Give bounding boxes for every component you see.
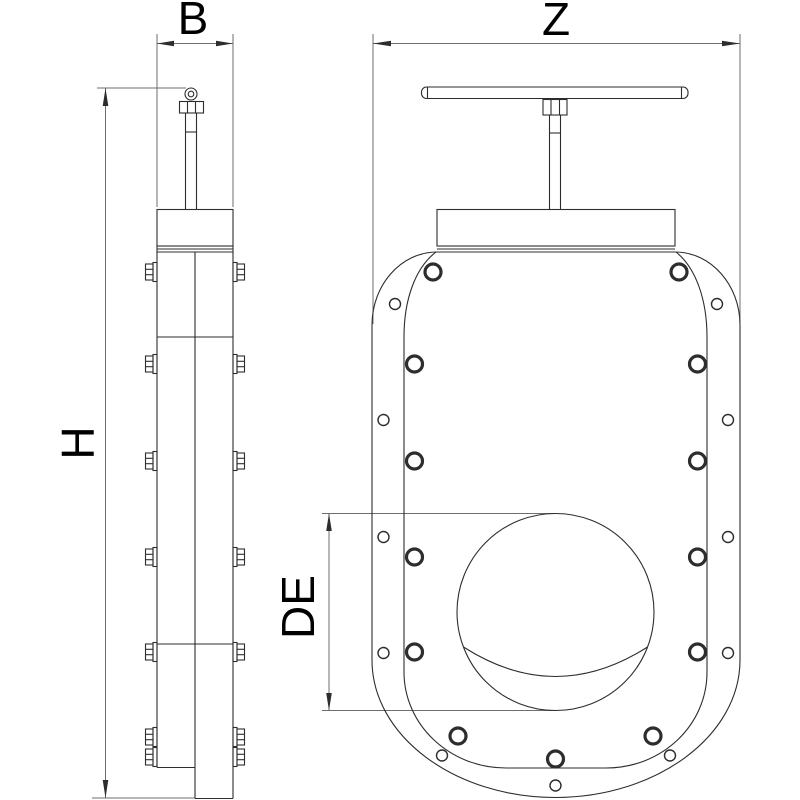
de-dimension-label: DE xyxy=(272,575,324,639)
bolt xyxy=(144,726,158,748)
arrowhead-left-icon xyxy=(157,40,174,47)
bolt-circle xyxy=(687,642,708,662)
bolt xyxy=(144,546,158,568)
body-outer-contour xyxy=(371,251,741,799)
bolt-circle xyxy=(448,726,468,746)
front-view xyxy=(371,86,741,799)
stem-eye-knob-inner xyxy=(187,90,195,98)
bolt xyxy=(232,353,246,375)
bolt-circle xyxy=(404,451,425,471)
arrowhead-left-icon xyxy=(373,40,391,47)
arrowhead-down-icon xyxy=(326,693,332,711)
h-dimension-label: H xyxy=(52,426,104,459)
flange-hole xyxy=(710,297,724,311)
bolt-holes-front xyxy=(377,262,735,792)
bolt xyxy=(144,450,158,472)
handlebar xyxy=(420,86,689,100)
body-front xyxy=(371,251,741,799)
dimension-b: B xyxy=(156,0,234,207)
bolt xyxy=(232,746,246,768)
flange-hole xyxy=(388,297,402,311)
dimension-z: Z xyxy=(372,0,741,324)
b-dimension-label: B xyxy=(178,0,209,44)
bolt-circle xyxy=(643,726,663,746)
bolt-circle xyxy=(404,642,425,662)
bolt-circle xyxy=(687,354,708,374)
stem-nut xyxy=(178,100,205,114)
bolt xyxy=(144,261,158,283)
bonnet xyxy=(156,208,234,247)
flange-hole xyxy=(377,530,390,544)
dimension-de: DE xyxy=(272,513,556,711)
bolt xyxy=(232,726,246,748)
bolt xyxy=(232,546,246,568)
flange-hole xyxy=(721,646,735,660)
flange-hole xyxy=(721,530,735,544)
bolt-circle xyxy=(687,547,708,567)
body-inner-contour xyxy=(403,251,708,769)
flange-hole xyxy=(721,413,735,427)
side-view xyxy=(144,87,246,800)
arrowhead-down-icon xyxy=(102,780,109,798)
body-side xyxy=(156,246,234,800)
flange-hole xyxy=(435,749,449,762)
bore-circle xyxy=(456,512,655,712)
bolt-circle xyxy=(687,451,708,471)
bolt xyxy=(144,746,158,768)
bolt xyxy=(144,353,158,375)
stem-nut xyxy=(542,98,568,116)
bonnet-side xyxy=(156,208,234,253)
bolt xyxy=(232,261,246,283)
handlebar-assembly xyxy=(420,86,689,210)
arrowhead-up-icon xyxy=(326,513,332,531)
bolt xyxy=(232,450,246,472)
bolt-circle xyxy=(669,262,689,282)
bonnet-front xyxy=(436,208,676,253)
stem-assembly-side xyxy=(178,87,205,210)
arrowhead-right-icon xyxy=(216,40,233,47)
bonnet xyxy=(436,208,676,247)
bolt-circle xyxy=(404,547,425,567)
arrowhead-right-icon xyxy=(722,40,740,47)
flange-hole xyxy=(549,779,562,792)
flange-hole xyxy=(377,413,390,427)
stem-eye-knob xyxy=(184,87,198,101)
bolt-circle xyxy=(545,749,566,769)
dimensions: B Z H DE xyxy=(52,0,741,799)
bolt xyxy=(232,641,246,663)
z-dimension-label: Z xyxy=(542,0,570,45)
bolt-circle xyxy=(423,262,443,282)
bolt xyxy=(144,641,158,663)
flange-hole xyxy=(663,749,677,762)
bolt-circle xyxy=(404,354,425,374)
flange-hole xyxy=(377,646,390,660)
arrowhead-up-icon xyxy=(102,88,109,106)
gate-edge-arc xyxy=(463,646,648,677)
dimension-h: H xyxy=(52,87,195,799)
